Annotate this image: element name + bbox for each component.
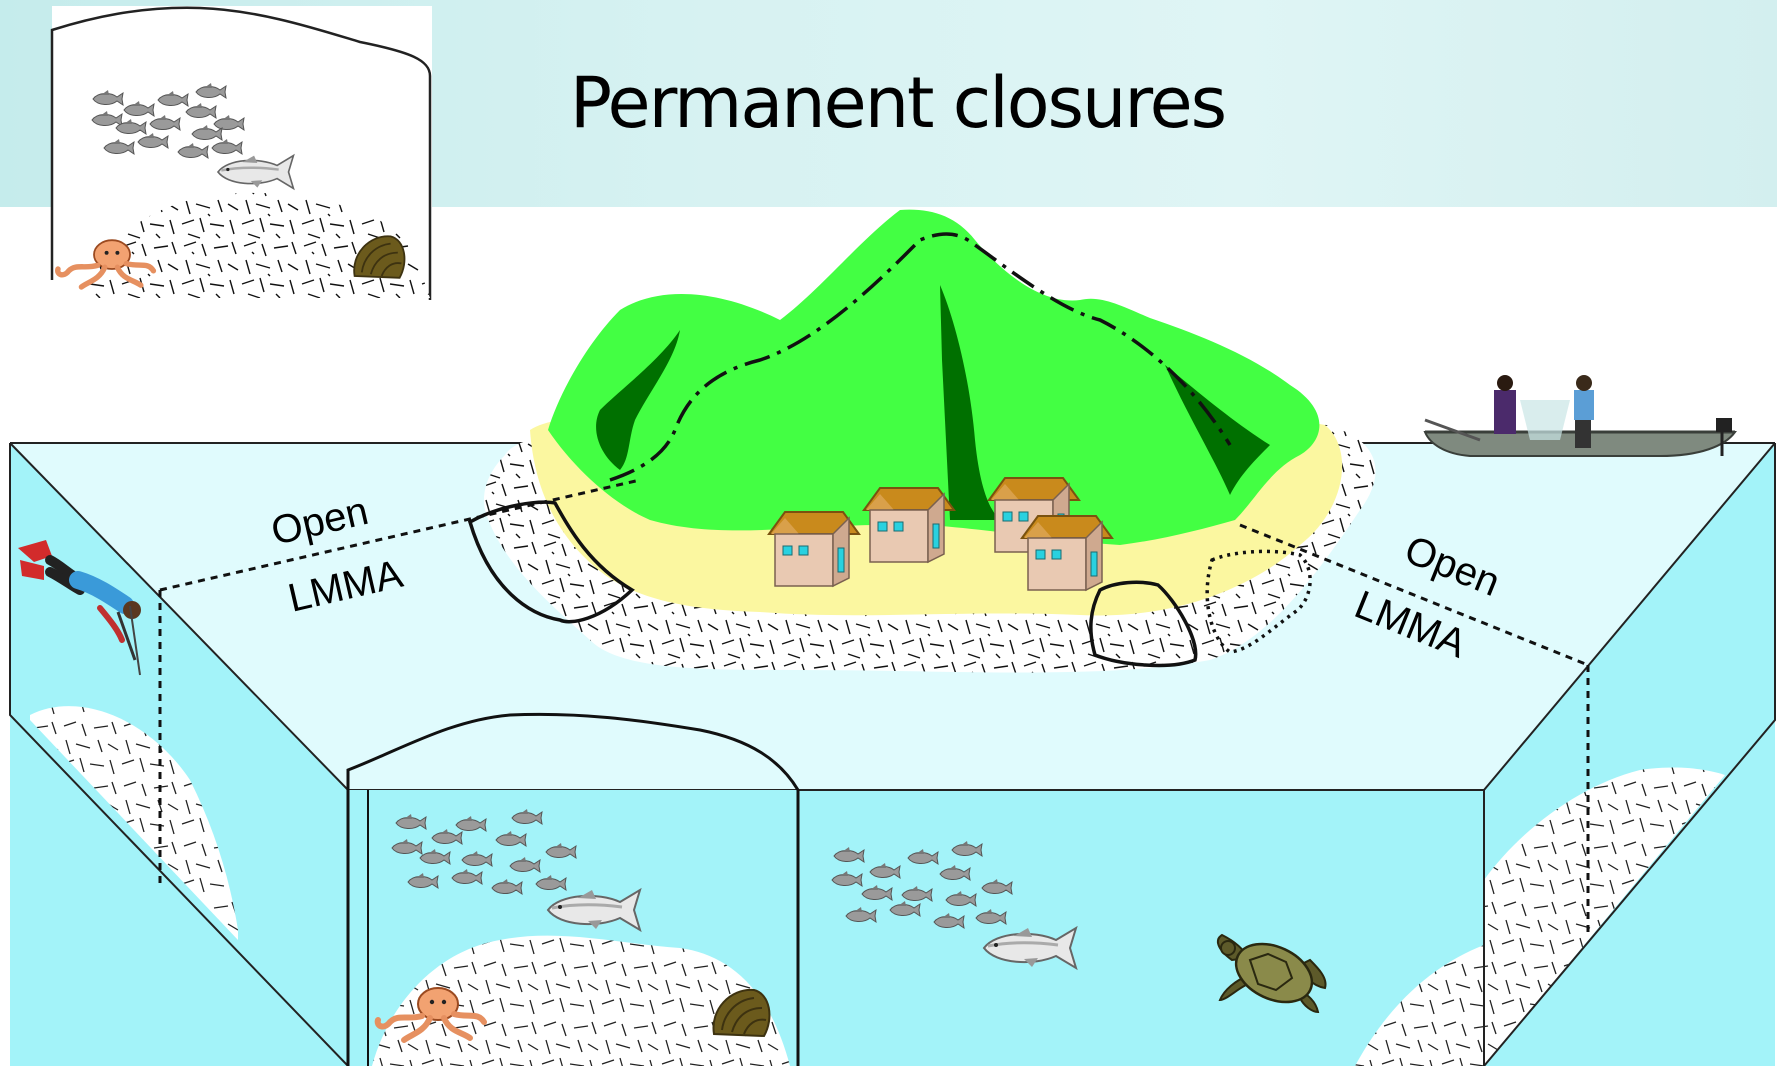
house-icon <box>864 488 954 562</box>
page-title: Permanent closures <box>0 62 1777 144</box>
fishing-boat-icon <box>1425 375 1735 456</box>
inset-panel <box>52 6 432 300</box>
house-icon <box>1022 516 1112 590</box>
house-icon <box>769 512 859 586</box>
